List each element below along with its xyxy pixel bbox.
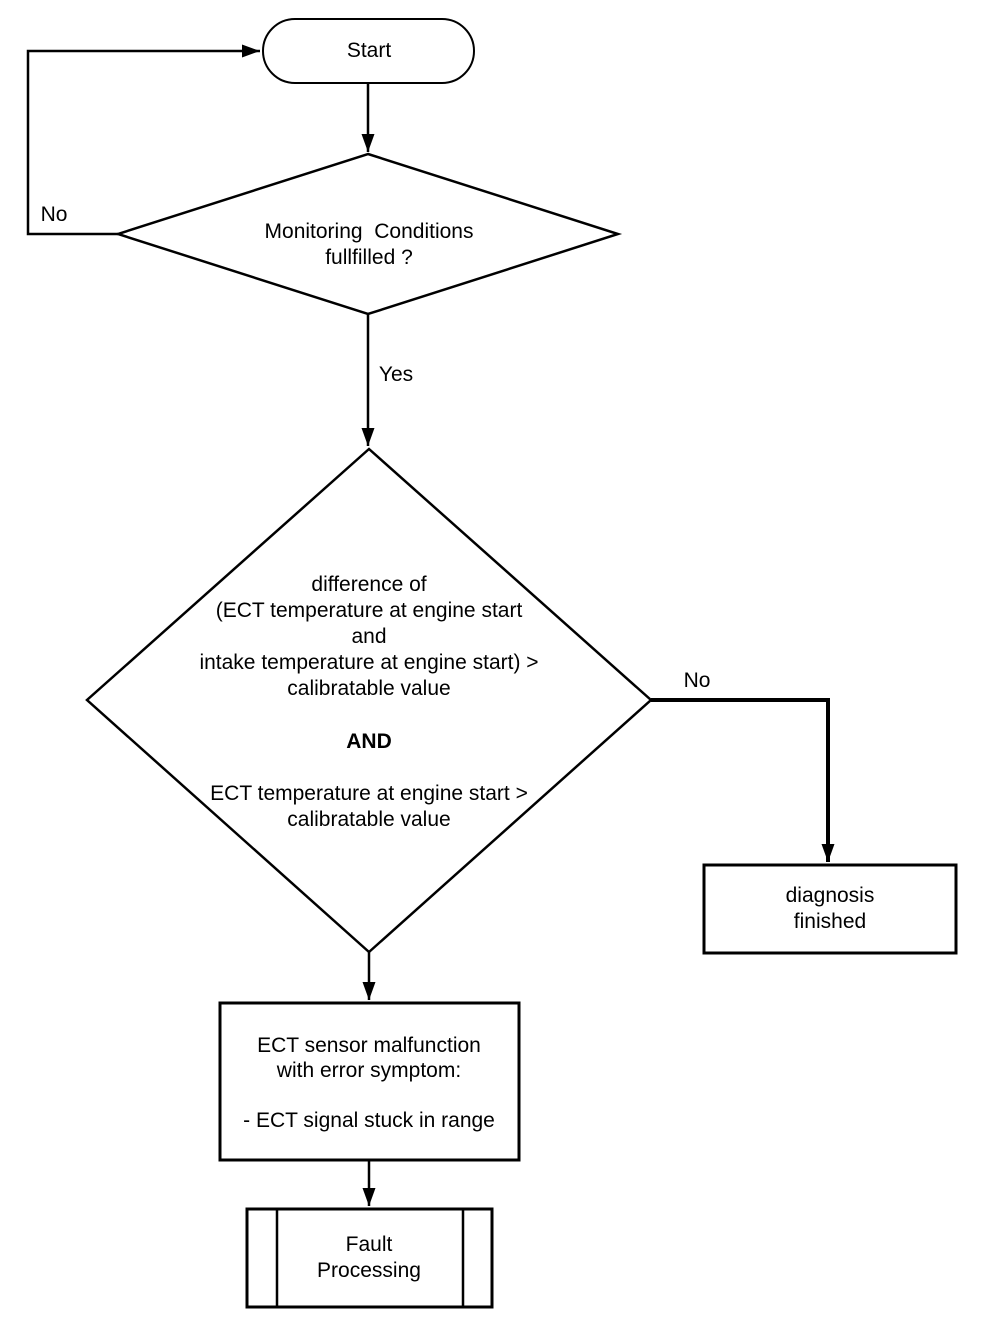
fault-processing-label: Fault Processing <box>317 1233 421 1282</box>
fault-processing-shape <box>245 1207 494 1309</box>
edge-label-yes: Yes <box>378 363 414 386</box>
start-node-label: Start <box>346 39 392 62</box>
ect-decision-and-operator: AND <box>346 730 392 753</box>
edge-label-no-left: No <box>40 203 68 226</box>
diagnosis-finished-label: diagnosis finished <box>785 884 881 933</box>
diagnosis-finished-shape <box>702 863 958 955</box>
ect-decision-condition2: ECT temperature at engine start > calibr… <box>210 782 528 831</box>
edge-ect-no <box>651 698 835 862</box>
edge-label-no-right: No <box>683 669 711 692</box>
ect-decision-condition1: difference of (ECT temperature at engine… <box>199 573 539 700</box>
edge-monitoring-no-loop <box>26 44 260 236</box>
ect-malfunction-label: ECT sensor malfunction with error sympto… <box>243 1034 495 1132</box>
ect-malfunction-shape <box>218 1001 521 1162</box>
monitoring-decision-label: Monitoring Conditions fullfilled ? <box>264 220 474 269</box>
